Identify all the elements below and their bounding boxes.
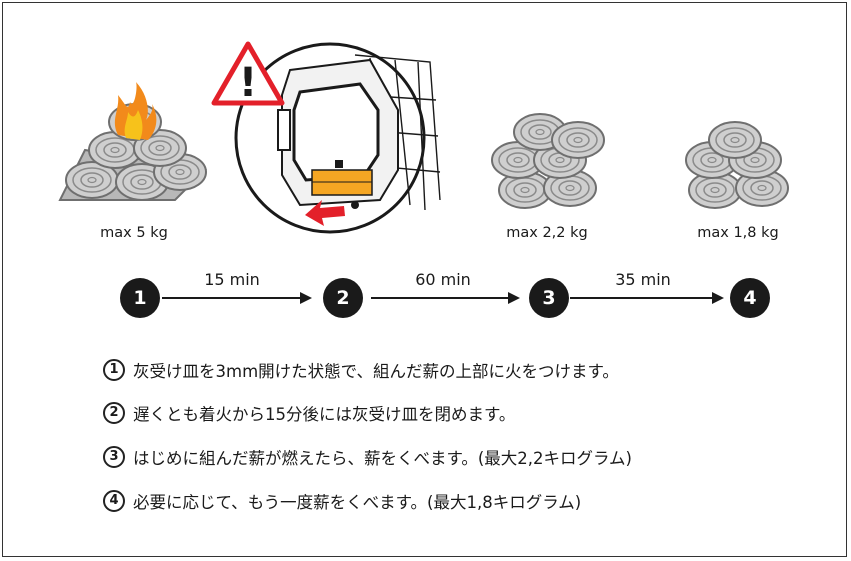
instruction-number: 4	[103, 490, 125, 512]
instruction-number: 1	[103, 359, 125, 381]
instruction-number: 2	[103, 402, 125, 424]
instruction-text: はじめに組んだ薪が燃えたら、薪をくべます。(最大2,2キログラム)	[133, 449, 632, 468]
flame-icon	[114, 82, 157, 140]
instruction-number: 3	[103, 446, 125, 468]
instruction-item-3: 3 はじめに組んだ薪が燃えたら、薪をくべます。(最大2,2キログラム)	[103, 445, 632, 469]
timeline-step-2: 2	[336, 287, 350, 309]
timeline-step-circles	[120, 278, 770, 318]
warning-triangle-icon: !	[211, 41, 285, 106]
duration-label-1: 15 min	[204, 270, 260, 289]
instruction-text: 灰受け皿を3mm開けた状態で、組んだ薪の上部に火をつけます。	[133, 362, 619, 381]
instruction-item-2: 2 遅くとも着火から15分後には灰受け皿を閉めます。	[103, 401, 515, 425]
duration-label-3: 35 min	[615, 270, 671, 289]
firewood-pile-2	[491, 113, 605, 209]
instruction-item-4: 4 必要に応じて、もう一度薪をくべます。(最大1,8キログラム)	[103, 489, 581, 513]
pile-2-weight: max 2,2 kg	[506, 225, 588, 241]
timeline-step-1: 1	[133, 287, 147, 309]
warning-symbol: !	[239, 60, 257, 106]
firewood-pile-3	[685, 121, 789, 209]
duration-label-2: 60 min	[415, 270, 471, 289]
instruction-item-1: 1 灰受け皿を3mm開けた状態で、組んだ薪の上部に火をつけます。	[103, 358, 619, 382]
firewood-pile-1	[58, 103, 208, 201]
timeline-step-3: 3	[542, 287, 556, 309]
pile-3-weight: max 1,8 kg	[697, 225, 779, 241]
stove-closeup-illustration	[234, 42, 441, 234]
instruction-text: 遅くとも着火から15分後には灰受け皿を閉めます。	[133, 405, 516, 424]
timeline-arrows	[162, 292, 724, 304]
instruction-text: 必要に応じて、もう一度薪をくべます。(最大1,8キログラム)	[133, 493, 582, 512]
timeline-step-4: 4	[743, 287, 757, 309]
pile-1-weight: max 5 kg	[100, 225, 168, 241]
